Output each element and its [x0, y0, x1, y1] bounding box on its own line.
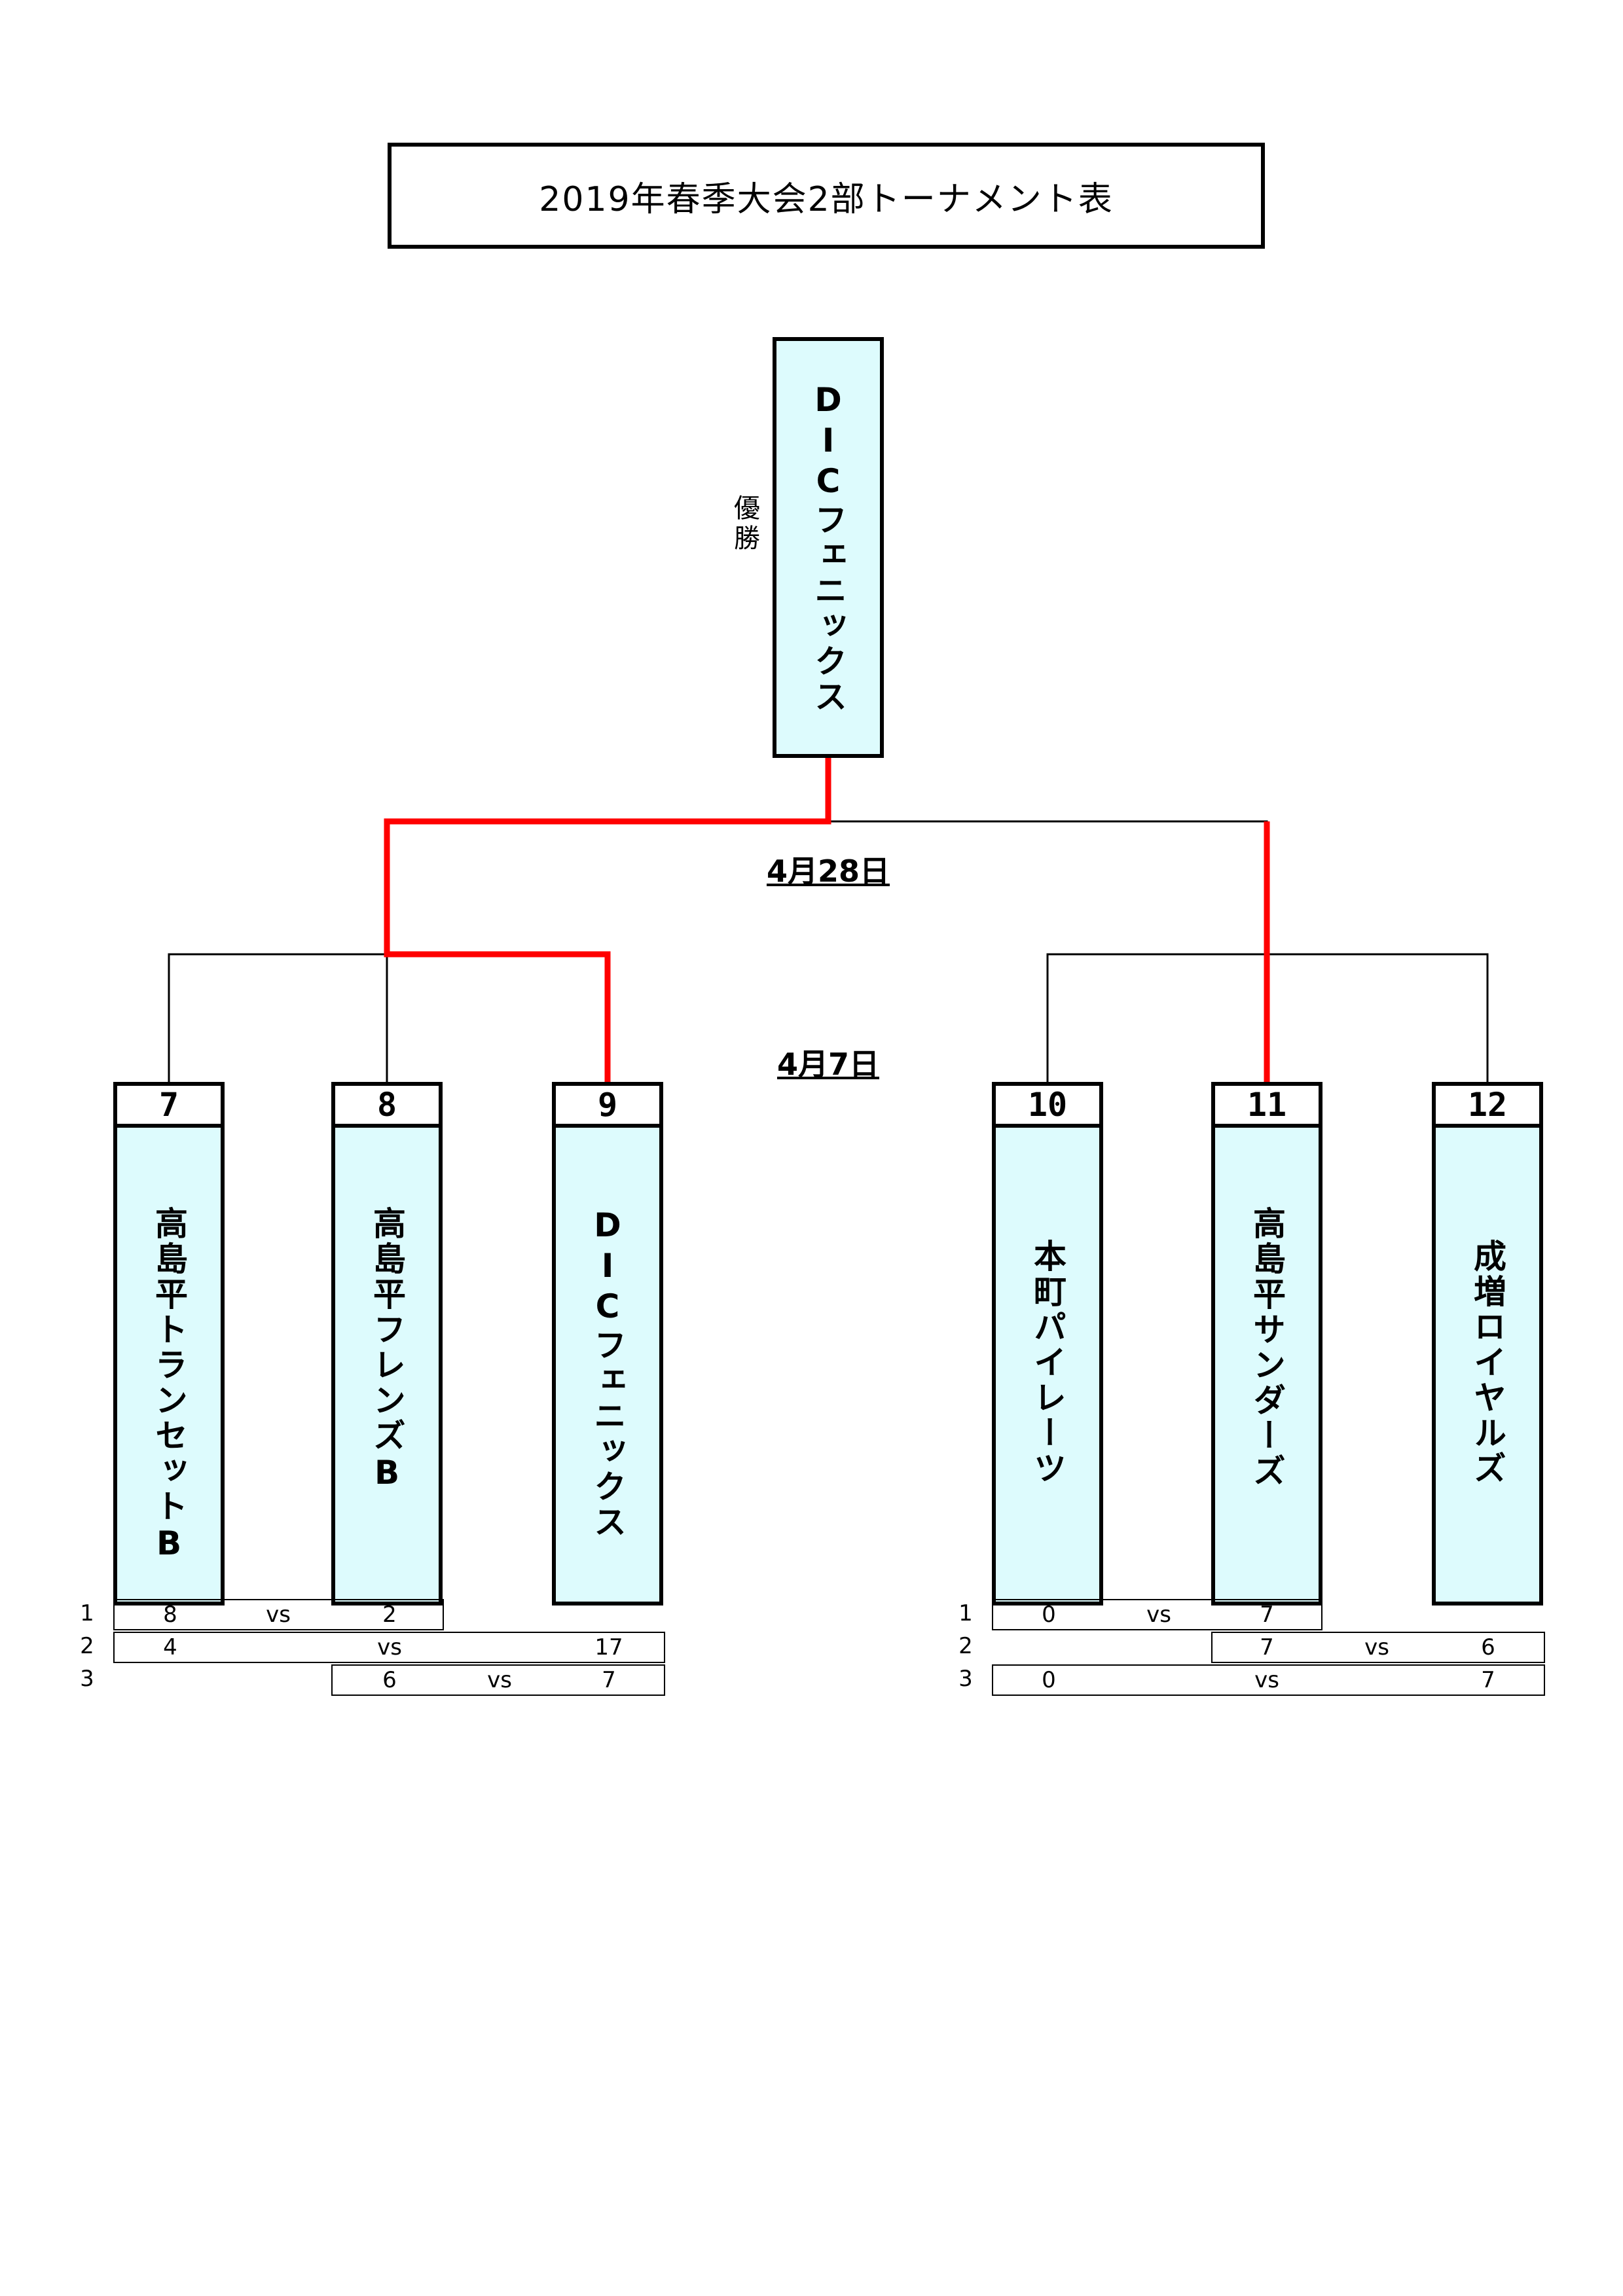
match-row-number: 1	[80, 1600, 94, 1626]
team-box-12: 成増ロイヤルズ	[1432, 1128, 1543, 1605]
team-name: 本町パイレーツ	[1029, 1239, 1067, 1486]
match-row-number: 3	[80, 1666, 94, 1692]
team-name: 高島平トランセットB	[150, 1206, 188, 1565]
champion-label: 優勝	[729, 494, 759, 554]
vs-label: vs	[1146, 1602, 1171, 1628]
score-left: 6	[382, 1667, 397, 1693]
team-number-8: 8	[331, 1082, 443, 1128]
team-number-9: 9	[552, 1082, 663, 1128]
winner-path-left	[384, 758, 831, 1082]
score-left: 8	[163, 1602, 177, 1628]
score-row-right-3	[992, 1664, 1545, 1696]
score-right: 6	[1481, 1634, 1495, 1660]
team-number-12: 12	[1432, 1082, 1543, 1128]
score-row-right-2	[1211, 1632, 1545, 1663]
final-bracket-right	[828, 820, 1268, 844]
first-round-date: 4月7日	[776, 1047, 879, 1082]
score-right: 2	[382, 1602, 397, 1628]
score-row-left-2	[113, 1632, 665, 1663]
team-number-7: 7	[113, 1082, 225, 1128]
vs-label: vs	[377, 1634, 402, 1660]
match-row-number: 3	[958, 1666, 973, 1692]
score-row-left-1	[113, 1599, 444, 1630]
team-box-10: 本町パイレーツ	[992, 1128, 1103, 1605]
vs-label: vs	[1364, 1634, 1389, 1660]
match-row-number: 2	[958, 1633, 973, 1659]
vs-label: vs	[266, 1602, 291, 1628]
match-row-number: 1	[958, 1600, 973, 1626]
final-date: 4月28日	[766, 853, 890, 889]
score-left: 0	[1042, 1602, 1056, 1628]
team-number-10: 10	[992, 1082, 1103, 1128]
match-row-number: 2	[80, 1633, 94, 1659]
score-left: 7	[1260, 1634, 1274, 1660]
vs-label: vs	[1254, 1667, 1279, 1693]
team-box-8: 高島平フレンズB	[331, 1128, 443, 1605]
team-name: DICフェニックス	[589, 1206, 627, 1540]
score-right: 7	[602, 1667, 616, 1693]
team-name: 成増ロイヤルズ	[1468, 1239, 1506, 1486]
team-name: 高島平フレンズB	[368, 1206, 406, 1494]
score-row-left-3	[331, 1664, 665, 1696]
champion-box: DICフェニックス	[773, 337, 884, 758]
score-row-right-1	[992, 1599, 1322, 1630]
team-box-7: 高島平トランセットB	[113, 1128, 225, 1605]
score-left: 4	[163, 1634, 177, 1660]
champion-team-name: DICフェニックス	[809, 380, 847, 715]
page-title: 2019年春季大会2部トーナメント表	[388, 143, 1265, 249]
score-right: 7	[1260, 1602, 1274, 1628]
team-box-9: DICフェニックス	[552, 1128, 663, 1605]
team-name: 高島平サンダーズ	[1248, 1206, 1286, 1489]
left-pool-bracket	[168, 953, 388, 1082]
score-right: 7	[1481, 1667, 1495, 1693]
score-left: 0	[1042, 1667, 1056, 1693]
team-number-11: 11	[1211, 1082, 1322, 1128]
vs-label: vs	[487, 1667, 512, 1693]
score-right: 17	[594, 1634, 623, 1660]
team-box-11: 高島平サンダーズ	[1211, 1128, 1322, 1605]
